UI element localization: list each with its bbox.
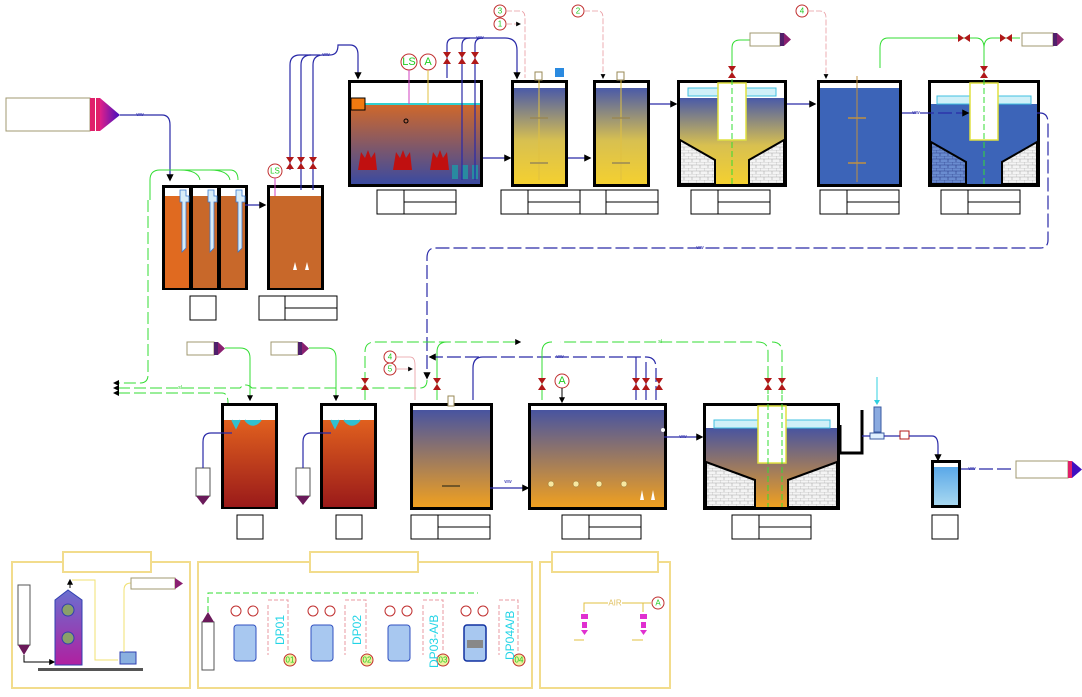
outlet-tag: 01 <box>286 656 295 665</box>
svg-text:3: 3 <box>498 7 503 16</box>
svg-text:LS: LS <box>270 167 280 176</box>
chemical-feed-4: 4 <box>795 4 809 18</box>
dosing-unit-1: 01 01 DP01 <box>230 599 297 667</box>
dosing-unit-3: 03 DP03-A/B <box>384 599 450 668</box>
biological-tank <box>817 76 902 187</box>
ww-line-label: ww <box>696 245 704 251</box>
valves <box>764 378 786 390</box>
chemical-feed-4b: 4 <box>383 350 397 364</box>
chemical-feed-2: 2 <box>571 4 585 18</box>
coagulation-tank-2 <box>593 71 650 187</box>
sludge-hopper-1 <box>749 32 791 47</box>
equipment-tag-box <box>690 189 771 215</box>
dosing-pump-label: DP01 <box>273 615 287 645</box>
equipment-tag-box <box>561 514 642 540</box>
raw-wastewater-inlet <box>5 97 120 132</box>
polymer-tank-2 <box>270 341 339 402</box>
dosing-unit-2: 02 DP02 <box>307 599 374 667</box>
svg-text:5: 5 <box>388 365 393 374</box>
sludge-thickener-2 <box>320 403 377 509</box>
level-switch-instrument: LS <box>400 53 418 104</box>
sl-line-label: sl <box>658 339 662 345</box>
ww-line-label: ww <box>968 466 976 472</box>
equipment-tag-box <box>410 514 491 540</box>
sludge-hopper-2 <box>1021 32 1064 47</box>
outlet-tag: 03 <box>439 656 448 665</box>
pump-discharge-risers <box>289 44 362 190</box>
ww-line-label: ww <box>912 110 920 116</box>
svg-text:1: 1 <box>498 20 503 29</box>
eq-valves <box>443 52 479 64</box>
svg-text:4: 4 <box>800 7 805 16</box>
level-switch-instrument: LS <box>267 163 283 196</box>
primary-clarifier <box>677 70 787 187</box>
equalization-tank <box>348 80 483 187</box>
equipment-tag-box <box>500 189 659 215</box>
equipment-tag-box <box>376 189 457 215</box>
main-transfer-line <box>423 112 1049 380</box>
ww-line-label: ww <box>136 112 144 118</box>
svg-text:4: 4 <box>388 353 393 362</box>
effluent-tank <box>931 460 961 508</box>
valves <box>538 378 663 390</box>
secondary-clarifier <box>928 70 1040 187</box>
polymer-tank-1 <box>186 341 253 402</box>
svg-text:A: A <box>558 375 566 387</box>
equipment-tag-box <box>731 514 812 540</box>
equipment-tag-box <box>236 514 264 540</box>
equipment-tag-box <box>258 295 338 321</box>
valves <box>361 378 441 390</box>
dosing-pump-label: DP04A/B <box>503 611 517 660</box>
anoxic-tank <box>410 395 493 510</box>
pump-valves <box>286 157 317 169</box>
effluent-outlet <box>1015 460 1082 479</box>
sampling-valve <box>899 430 910 440</box>
air-label: AIR <box>608 599 622 608</box>
flow-meter <box>869 377 885 440</box>
equipment-tag-box <box>189 295 217 321</box>
equipment-tag-box <box>940 189 1021 215</box>
sl-line-label: sl <box>178 385 182 391</box>
outlet-tag: 04 <box>515 656 524 665</box>
ww-line-label: ww <box>476 35 484 41</box>
aeration-tank <box>528 403 667 510</box>
sludge-hopper-small-1 <box>195 432 232 505</box>
equipment-tag-box <box>931 514 959 540</box>
ww-line-label: ww <box>556 354 564 360</box>
ww-line-label: ww <box>679 434 687 440</box>
collection-tank <box>267 185 324 290</box>
analyzer-instrument: A <box>419 53 437 104</box>
svg-text:LS: LS <box>402 56 415 68</box>
sludge-return-line <box>118 200 149 384</box>
sludge-hopper-small-2 <box>295 432 331 505</box>
ww-line-label: ww <box>322 52 330 58</box>
dosing-pump-label: DP03-A/B <box>427 615 441 668</box>
coagulation-tank-1 <box>511 68 568 187</box>
outlet-tag: 02 <box>363 656 372 665</box>
dosing-pump-label: DP02 <box>350 615 364 645</box>
analyzer-instrument: A <box>554 373 570 404</box>
scrubber-panel <box>11 551 191 689</box>
final-clarifier <box>703 395 864 510</box>
dosing-panel <box>197 551 533 689</box>
analyzer-tag: A <box>655 599 661 608</box>
eq-pump-lines <box>446 37 521 180</box>
inlet-pipe <box>120 114 174 182</box>
chemical-feed-3: 3 <box>493 4 507 18</box>
screen-tank-group <box>162 185 248 290</box>
air-panel: AIR A <box>539 551 671 689</box>
equipment-tag-box <box>819 189 900 215</box>
dosing-unit-4: 04 DP04A/B <box>460 599 526 667</box>
chemical-feed-1: 1 <box>493 17 507 31</box>
ww-line-label: ww <box>504 479 512 485</box>
valves <box>958 34 1012 78</box>
sludge-thickener-1 <box>221 403 278 509</box>
equipment-tag-box <box>335 514 363 540</box>
valve <box>728 66 736 78</box>
chemical-feed-5: 5 <box>383 362 397 376</box>
svg-text:A: A <box>424 56 432 68</box>
svg-text:2: 2 <box>576 7 581 16</box>
sludge-outlet-arrows <box>113 380 119 396</box>
